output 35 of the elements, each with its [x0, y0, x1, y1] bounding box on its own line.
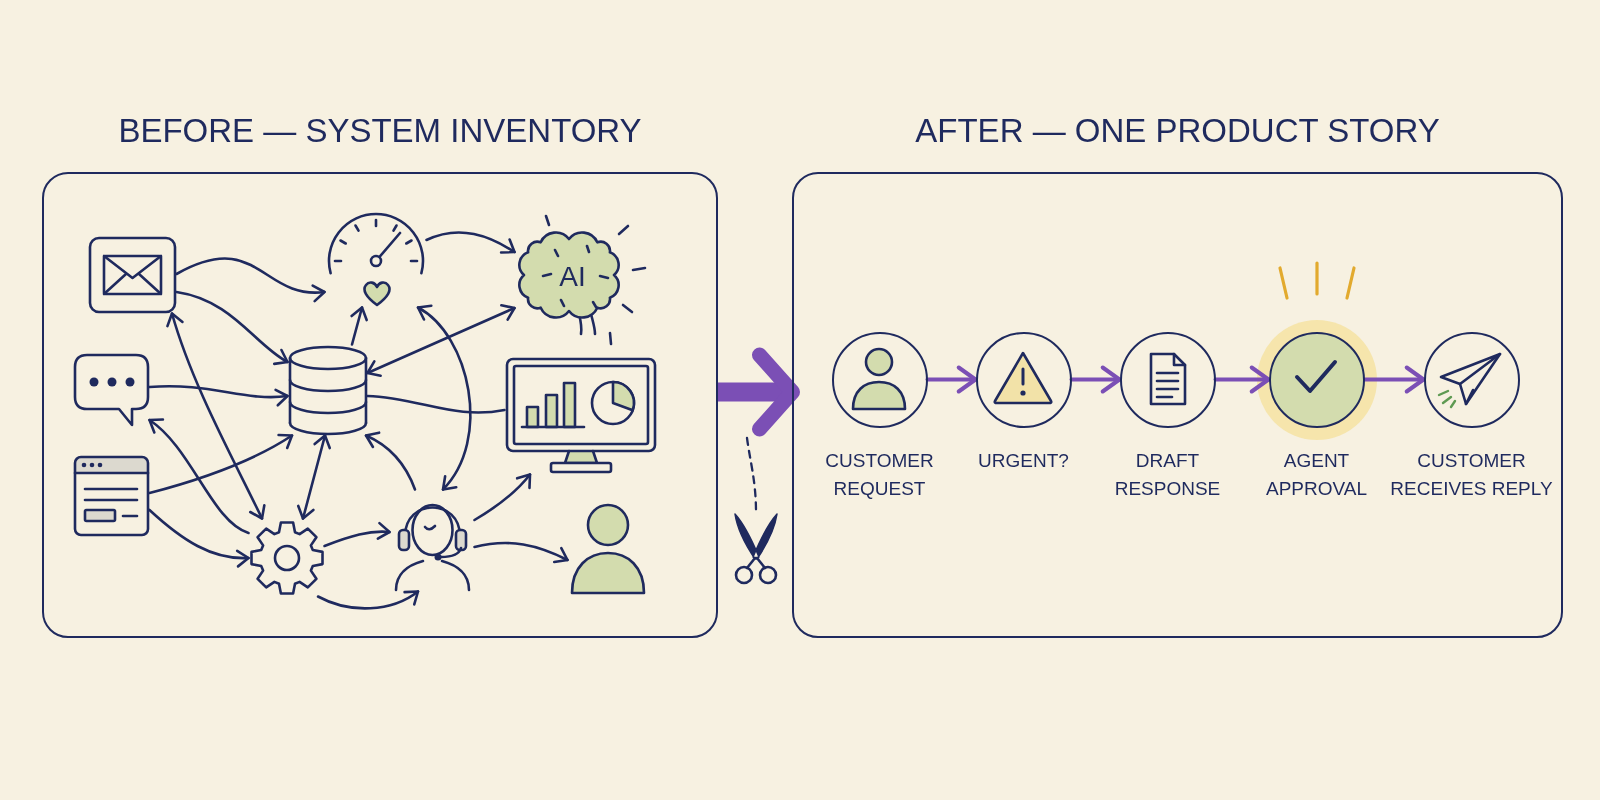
arrow: [175, 290, 289, 365]
arrow: [364, 431, 417, 491]
arrow: [148, 508, 250, 568]
step-label: CUSTOMER RECEIVES REPLY: [1389, 449, 1554, 501]
arrow: [175, 257, 326, 302]
step-label: DRAFT RESPONSE: [1114, 449, 1221, 501]
arrow: [148, 433, 294, 495]
arrow: [473, 473, 532, 522]
step-label: URGENT?: [978, 449, 1069, 473]
large-arrow: [718, 347, 800, 437]
arrow: [366, 304, 516, 377]
arrow: [473, 541, 569, 564]
arrow: [1069, 365, 1122, 394]
gear-icon: [248, 518, 325, 597]
step-label: CUSTOMER REQUEST: [825, 449, 934, 501]
step-label: AGENT APPROVAL: [1266, 449, 1367, 501]
browser-window-icon: [72, 454, 150, 537]
arrow: [166, 312, 266, 520]
connector-line: [366, 394, 506, 414]
database-icon: [287, 344, 368, 436]
arrow: [925, 365, 978, 394]
arrow: [148, 418, 250, 535]
monitor-chart-icon: [504, 356, 657, 475]
arrow: [350, 306, 368, 346]
arrow: [425, 231, 516, 255]
panel-heading: BEFORE — SYSTEM INVENTORY: [118, 110, 642, 151]
shape-label: AI: [559, 259, 586, 294]
panel-heading: AFTER — ONE PRODUCT STORY: [915, 110, 1440, 151]
arrow: [148, 384, 289, 407]
arrow: [296, 434, 332, 520]
arrow: [416, 305, 472, 491]
arrow: [323, 522, 391, 548]
arrow: [316, 590, 420, 610]
envelope-icon: [87, 235, 177, 314]
chat-bubble-icon: [72, 352, 150, 427]
